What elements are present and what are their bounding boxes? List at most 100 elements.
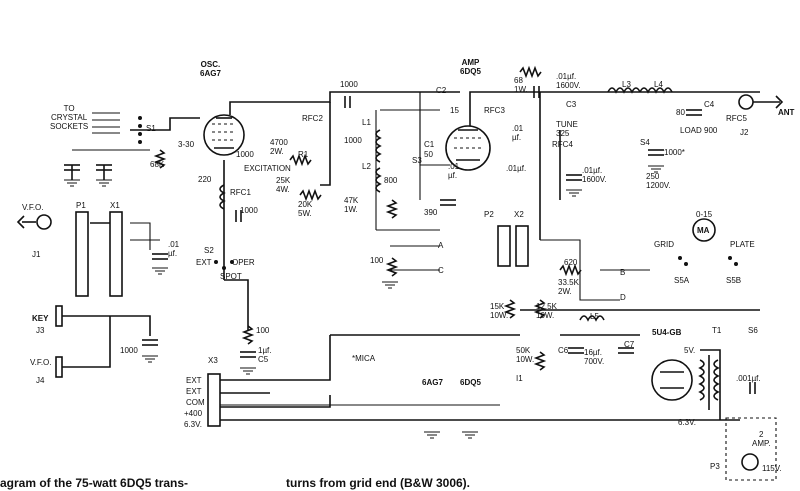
- label-cap-16: 16µf. 700V.: [584, 348, 605, 366]
- label-c4: C4: [704, 100, 715, 109]
- label-ext: EXT: [196, 258, 212, 267]
- label-cap-1000-mid: 1000: [240, 206, 258, 215]
- label-cap-1000-key: 1000: [120, 346, 138, 355]
- label-meter-range: 0-15: [696, 210, 713, 219]
- label-j4: J4: [36, 376, 45, 385]
- label-cap-80: 80: [676, 108, 685, 117]
- label-s2: S2: [204, 246, 214, 255]
- amplifier-tube: [445, 125, 491, 171]
- label-oper: OPER: [232, 258, 255, 267]
- label-vfo2: V.F.O.: [30, 358, 52, 367]
- coils: [219, 87, 720, 410]
- label-cap-900: 900: [704, 126, 718, 135]
- label-l3: L3: [622, 80, 631, 89]
- x3-pin-4: +400: [184, 409, 203, 418]
- capacitors: [64, 86, 756, 394]
- label-cap-1000-osc: 1000: [236, 150, 254, 159]
- meter-and-jacks: [16, 94, 784, 378]
- caption-left: agram of the 75-watt 6DQ5 trans-: [0, 476, 189, 490]
- label-c3: C3: [566, 100, 577, 109]
- label-cap-01-1600b: .01µf. 1600V.: [582, 166, 607, 184]
- label-rfc4: RFC4: [552, 140, 573, 149]
- label-cap-01-d: .01 µf.: [448, 162, 460, 180]
- label-x1: X1: [110, 201, 120, 210]
- label-p1: P1: [76, 201, 86, 210]
- label-r-68k: 68K: [150, 160, 165, 169]
- label-5v: 5V.: [684, 346, 696, 355]
- label-r-100-mid: 100: [370, 256, 384, 265]
- resistors: [153, 65, 582, 371]
- label-mica: *MICA: [352, 354, 376, 363]
- label-rfc3: RFC3: [484, 106, 505, 115]
- ground-symbols: [64, 165, 664, 439]
- label-cap-1000-l: 1000: [344, 136, 362, 145]
- label-cap-15: 15: [450, 106, 459, 115]
- label-r-15k: 15K 10W.: [490, 302, 509, 320]
- label-i1: I1: [516, 374, 523, 383]
- label-x3: X3: [208, 356, 218, 365]
- label-cap-3-30: 3-30: [178, 140, 195, 149]
- label-r-33k: 33.5K 2W.: [558, 278, 579, 296]
- label-heater-6dq5: 6DQ5: [460, 378, 481, 387]
- label-cap-01-b: .01 µf.: [512, 124, 524, 142]
- label-ant: ANT: [778, 108, 795, 117]
- rectifier-tube: [651, 359, 693, 401]
- label-t1: T1: [712, 326, 722, 335]
- label-c2: C2: [436, 86, 447, 95]
- label-s5b: S5B: [726, 276, 742, 285]
- label-c1: C1: [424, 140, 435, 149]
- label-node-c: C: [438, 266, 444, 275]
- label-heater-6ag7: 6AG7: [422, 378, 443, 387]
- label-rfc5: RFC5: [726, 114, 747, 123]
- label-x2: X2: [514, 210, 524, 219]
- label-node-b: B: [620, 268, 626, 277]
- label-p2: P2: [484, 210, 494, 219]
- label-node-d: D: [620, 293, 626, 302]
- label-s5a: S5A: [674, 276, 690, 285]
- label-115v: 115V.: [762, 464, 782, 473]
- label-r-25k: 25K 4W.: [276, 176, 291, 194]
- label-r-68: 68 1W.: [514, 76, 528, 94]
- label-l5: L5: [590, 312, 599, 321]
- power-plug: [725, 417, 777, 481]
- label-rfc2: RFC2: [302, 114, 323, 123]
- label-p3: P3: [710, 462, 720, 471]
- label-s6: S6: [748, 326, 758, 335]
- label-load: LOAD: [680, 126, 702, 135]
- label-rfc1: RFC1: [230, 188, 251, 197]
- x3-pin-3: COM: [186, 398, 205, 407]
- label-excitation: EXCITATION: [244, 164, 291, 173]
- switch-contacts: [138, 116, 738, 270]
- wiring: [62, 91, 760, 421]
- label-vfo1: V.F.O.: [22, 203, 44, 212]
- label-r-4700: 4700 2W.: [270, 138, 288, 156]
- label-5u4: 5U4-GB: [652, 328, 682, 337]
- label-c7: C7: [624, 340, 635, 349]
- label-cap-390: 390: [424, 208, 438, 217]
- label-l2: L2: [362, 162, 371, 171]
- label-l1: L1: [362, 118, 371, 127]
- label-r-50k: 50K 10W.: [516, 346, 535, 364]
- label-r1: R1: [298, 150, 309, 159]
- label-spot: SPOT: [220, 272, 242, 281]
- oscillator-tube: [203, 114, 245, 156]
- label-j3: J3: [36, 326, 45, 335]
- label-s4: S4: [640, 138, 650, 147]
- label-6-3v: 6.3V.: [678, 418, 696, 427]
- label-2amp: 2 AMP.: [752, 430, 771, 448]
- caption-right: turns from grid end (B&W 3006).: [286, 476, 471, 490]
- label-amp: AMP 6DQ5: [460, 58, 481, 76]
- label-cap-001: .001µf.: [736, 374, 761, 383]
- label-c5: 1µf. C5: [258, 346, 272, 364]
- label-tune: TUNE 325: [556, 120, 578, 138]
- label-s1: S1: [146, 124, 156, 133]
- label-grid: GRID: [654, 240, 674, 249]
- x3-pin-1: EXT: [186, 376, 202, 385]
- label-cap-50: 50: [424, 150, 433, 159]
- label-cap-01-a: .01 µf.: [168, 240, 180, 258]
- label-to-crystal: TO CRYSTAL SOCKETS: [50, 104, 89, 131]
- label-cap-01-c: .01µf.: [506, 164, 527, 173]
- label-r-12k: 12.5K 10W.: [536, 302, 557, 320]
- x3-pin-2: EXT: [186, 387, 202, 396]
- label-r-20k: 20K 5W.: [298, 200, 313, 218]
